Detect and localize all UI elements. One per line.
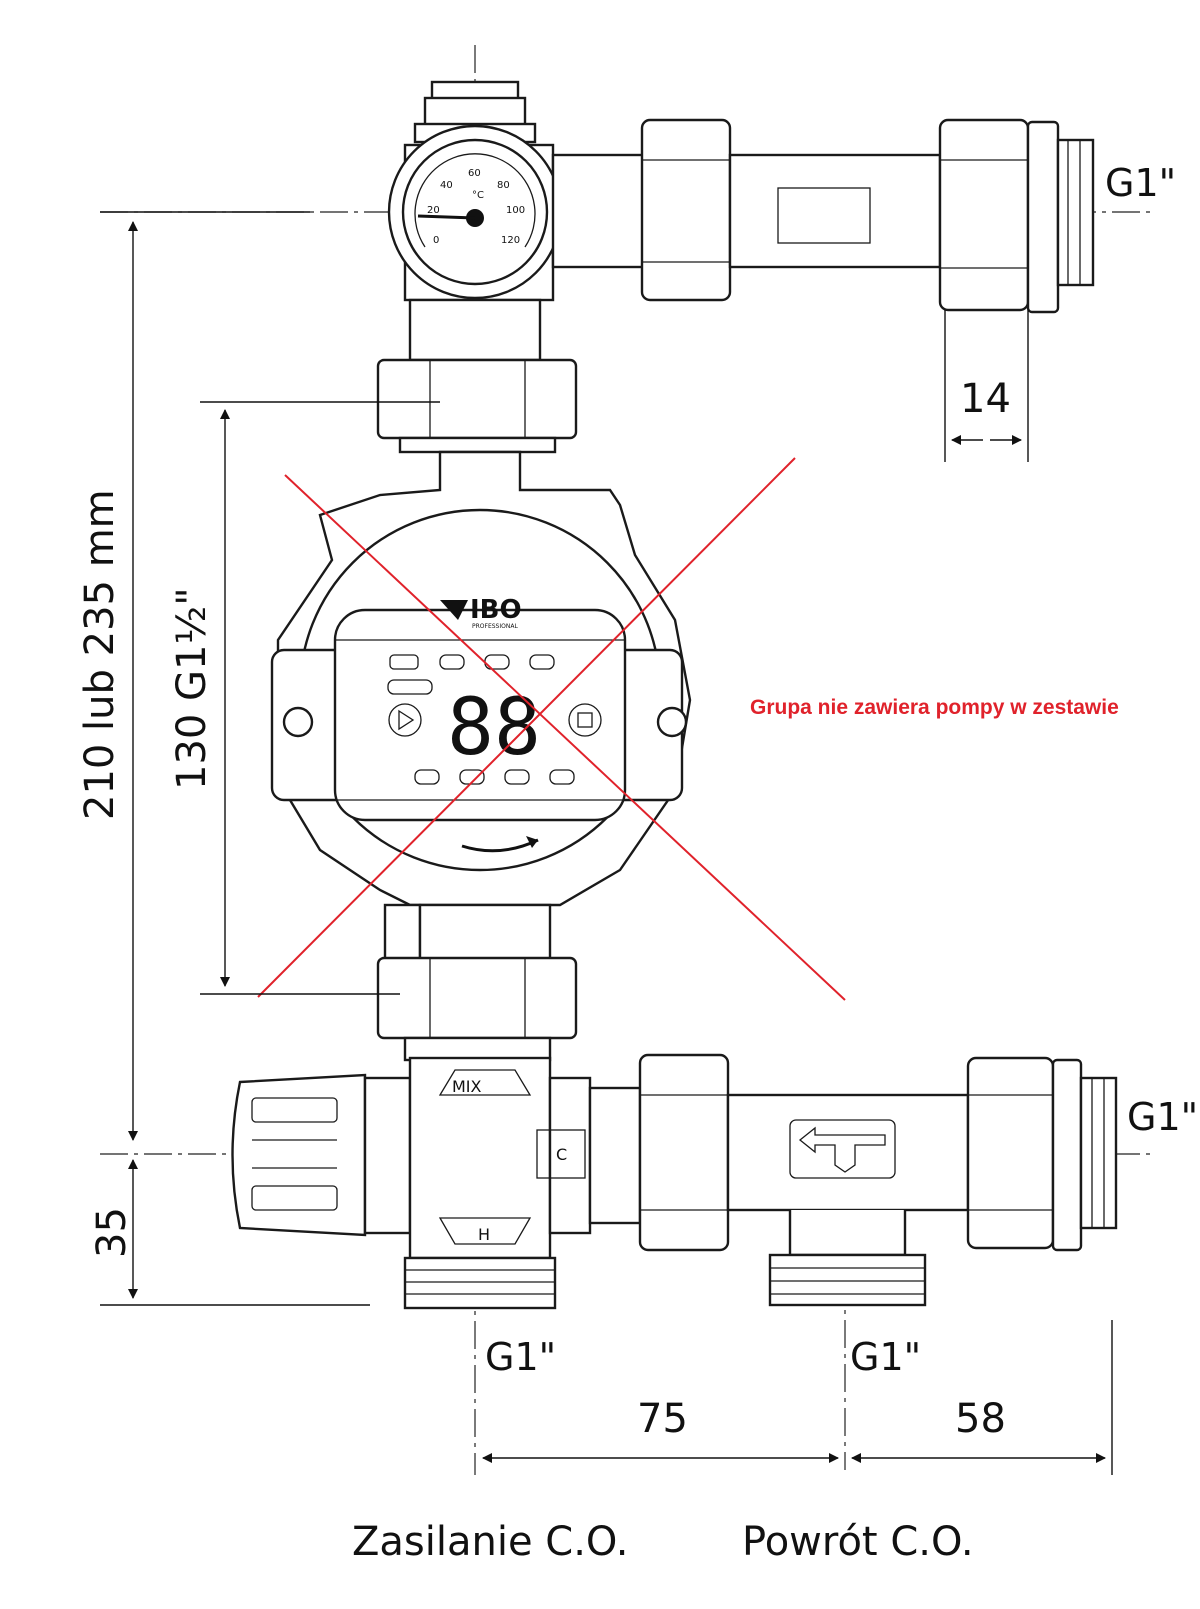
led-indicator xyxy=(414,769,440,785)
mix-label: MIX xyxy=(452,1077,482,1096)
play-icon xyxy=(398,709,415,731)
hot-marker xyxy=(438,1217,532,1245)
play-button-icon xyxy=(388,703,422,737)
thermometer-scale xyxy=(414,153,536,248)
dim-bottom-offset: 35 xyxy=(89,1207,135,1258)
thread-label-top: G1" xyxy=(1105,161,1176,205)
no-pump-cross xyxy=(257,457,846,1001)
pump: IBO PROFESSIONAL 88 xyxy=(270,450,692,1062)
hot-label: H xyxy=(478,1225,490,1244)
flow-direction-marker xyxy=(789,1119,896,1179)
top-pipe xyxy=(551,118,1095,314)
caption-supply: Zasilanie C.O. xyxy=(352,1519,629,1565)
tick-0: 0 xyxy=(433,235,439,246)
thermometer-needle xyxy=(417,214,476,220)
brand-sub: PROFESSIONAL xyxy=(472,623,518,630)
thread-label-return: G1" xyxy=(850,1335,921,1379)
brand-name: IBO xyxy=(470,595,522,625)
tick-60: 60 xyxy=(468,168,481,179)
stop-icon xyxy=(577,712,593,728)
thermometer-unit: °C xyxy=(472,190,484,201)
dim-return-edge: 58 xyxy=(955,1396,1006,1442)
return-pipe xyxy=(638,1053,1118,1307)
top-thermometer-assembly: °C 0 20 40 60 80 100 120 xyxy=(376,80,578,454)
dim-total-height: 210 lub 235 mm xyxy=(77,489,123,820)
tick-40: 40 xyxy=(440,180,453,191)
mixing-valve: MIX H C xyxy=(231,1056,642,1310)
ibo-logo: IBO PROFESSIONAL xyxy=(440,595,522,630)
thread-label-mid: G1" xyxy=(1127,1095,1198,1139)
dim-supply-return: 75 xyxy=(637,1396,688,1442)
led-indicator xyxy=(459,769,485,785)
led-indicator xyxy=(439,654,465,670)
led-indicator xyxy=(387,679,433,695)
tick-80: 80 xyxy=(497,180,510,191)
dim-pump-length: 130 G1½" xyxy=(169,587,215,790)
cold-label: C xyxy=(556,1145,567,1164)
flow-arrow-icon xyxy=(798,1126,886,1173)
tick-120: 120 xyxy=(501,235,520,246)
caption-return: Powrót C.O. xyxy=(742,1519,974,1565)
tick-100: 100 xyxy=(506,205,525,216)
cold-marker xyxy=(536,1129,586,1179)
no-pump-note: Grupa nie zawiera pompy w zestawie xyxy=(750,696,1119,719)
dimensions: 210 lub 235 mm 35 130 G1½" 14 75 58 xyxy=(77,211,1113,1475)
stop-button-icon xyxy=(568,703,602,737)
led-indicator xyxy=(389,654,419,670)
led-indicator xyxy=(549,769,575,785)
led-indicator xyxy=(529,654,555,670)
dim-nut-width: 14 xyxy=(960,376,1011,422)
mix-marker xyxy=(438,1069,532,1096)
tick-20: 20 xyxy=(427,205,440,216)
led-indicator xyxy=(504,769,530,785)
thread-labels: G1" G1" G1" G1" xyxy=(485,161,1198,1379)
thread-label-supply: G1" xyxy=(485,1335,556,1379)
